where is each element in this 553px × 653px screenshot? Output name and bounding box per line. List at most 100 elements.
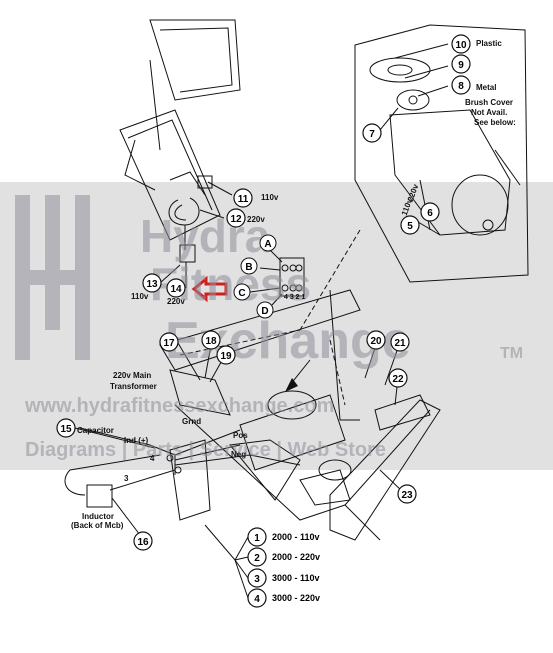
callout-circle (390, 332, 410, 352)
label-pos: Pos (233, 431, 248, 440)
legend-text-2: 2000 - 220v (272, 552, 320, 562)
legend: 2000 - 110v 2000 - 220v 3000 - 110v 3000 - … (272, 532, 320, 603)
callout-10: 10 (451, 34, 471, 54)
callout-circle (420, 202, 440, 222)
callout-number: 3 (254, 574, 260, 585)
label-inductor: Inductor (82, 512, 114, 521)
label-110v-13: 110v (131, 292, 149, 301)
callout-4: 4 (247, 588, 267, 608)
callout-20: 20 (366, 330, 386, 350)
legend-text-4: 3000 - 220v (272, 593, 320, 603)
callout-circle (366, 330, 386, 350)
callout-circle (451, 34, 471, 54)
callout-number: 9 (458, 60, 464, 71)
label-brush-cover: Brush Cover (465, 98, 513, 107)
callout-15: 15 (56, 418, 76, 438)
callout-circle (247, 568, 267, 588)
letter-callout-a: A (259, 234, 277, 252)
inductor-box (86, 484, 113, 508)
legend-text-3: 3000 - 110v (272, 573, 320, 583)
callout-number: 13 (146, 279, 158, 290)
callout-19: 19 (216, 345, 236, 365)
letter-text: A (264, 239, 271, 250)
callout-number: 23 (401, 490, 413, 501)
label-110v-inset: 110v (400, 197, 415, 217)
inductor-leader (111, 497, 141, 536)
callout-3: 3 (247, 568, 267, 588)
callout-circle (247, 588, 267, 608)
callout-13: 13 (142, 273, 162, 293)
label-grnd: Grnd (182, 417, 201, 426)
callout-number: 8 (458, 81, 464, 92)
watermark-logo-h (15, 195, 90, 360)
callout-number: 12 (230, 214, 242, 225)
callout-circle (166, 278, 186, 298)
callout-22: 22 (388, 368, 408, 388)
callout-circle (247, 547, 267, 567)
label-neg: Neg (231, 450, 246, 459)
callout-circle (201, 330, 221, 350)
callout-17: 17 (159, 332, 179, 352)
callout-number: 18 (205, 336, 217, 347)
letter-text: D (261, 306, 268, 317)
wire-harness-upper (168, 175, 213, 263)
callout-1: 1 (247, 527, 267, 547)
watermark-url: www.hydrafitnessexchange.com (24, 395, 334, 417)
callout-circle (159, 332, 179, 352)
callout-circle (247, 527, 267, 547)
callout-number: 21 (394, 338, 406, 349)
label-terminal-nums: 4 3 2 1 (284, 294, 306, 301)
callout-18: 18 (201, 330, 221, 350)
label-inductor-back: (Back of Mcb) (71, 521, 124, 530)
arrow-down-head (285, 378, 298, 392)
letter-callout-b: B (240, 257, 258, 275)
callout-number: 19 (220, 351, 232, 362)
callout-circle (233, 188, 253, 208)
callout-number: 14 (170, 284, 182, 295)
watermark-tm: TM (500, 345, 523, 362)
callout-circle (142, 273, 162, 293)
callout-23: 23 (397, 484, 417, 504)
callout-number: 4 (254, 594, 260, 605)
letter-text: C (238, 288, 245, 299)
callout-circle (388, 368, 408, 388)
text-labels: Plastic Metal Brush Cover Not Avail. See… (71, 39, 516, 530)
callout-16: 16 (133, 531, 153, 551)
label-110v-11: 110v (261, 193, 279, 202)
watermark-bottom: Diagrams | Parts | Service | Web Store (25, 439, 386, 461)
watermark-band (0, 182, 553, 470)
terminal-block (249, 249, 305, 306)
callout-7: 7 (362, 123, 382, 143)
callout-number: 11 (238, 194, 249, 205)
label-metal: Metal (476, 83, 496, 92)
callout-2: 2 (247, 547, 267, 567)
callout-12: 12 (226, 208, 246, 228)
callout-14: 14 (166, 278, 186, 298)
callout-circle (397, 484, 417, 504)
callout-circle (56, 418, 76, 438)
upper-frame (119, 19, 241, 241)
callout-circle (133, 531, 153, 551)
label-220v-14: 220v (167, 297, 185, 306)
letter-callout-d: D (256, 301, 274, 319)
callout-number: 6 (427, 208, 433, 219)
callout-number: 17 (163, 338, 175, 349)
capacitor-wiring (64, 427, 301, 496)
highlight-arrow (191, 275, 228, 303)
legend-leaders (204, 524, 249, 599)
watermark-line1: Hydra (140, 210, 271, 262)
callout-circle (400, 215, 420, 235)
callout-circle (362, 123, 382, 143)
label-ind: Ind (+) (124, 436, 149, 445)
motor-inset (354, 24, 529, 283)
callout-circle (216, 345, 236, 365)
letter-layer: AB C D (233, 234, 277, 319)
leader-dashes (179, 229, 361, 406)
legend-text-1: 2000 - 110v (272, 532, 320, 542)
callout-number: 1 (254, 533, 260, 544)
callout-number: 16 (137, 537, 149, 548)
label-capacitor: Capacitor (77, 426, 114, 435)
callout-number: 10 (455, 40, 467, 51)
callout-9: 9 (451, 54, 471, 74)
